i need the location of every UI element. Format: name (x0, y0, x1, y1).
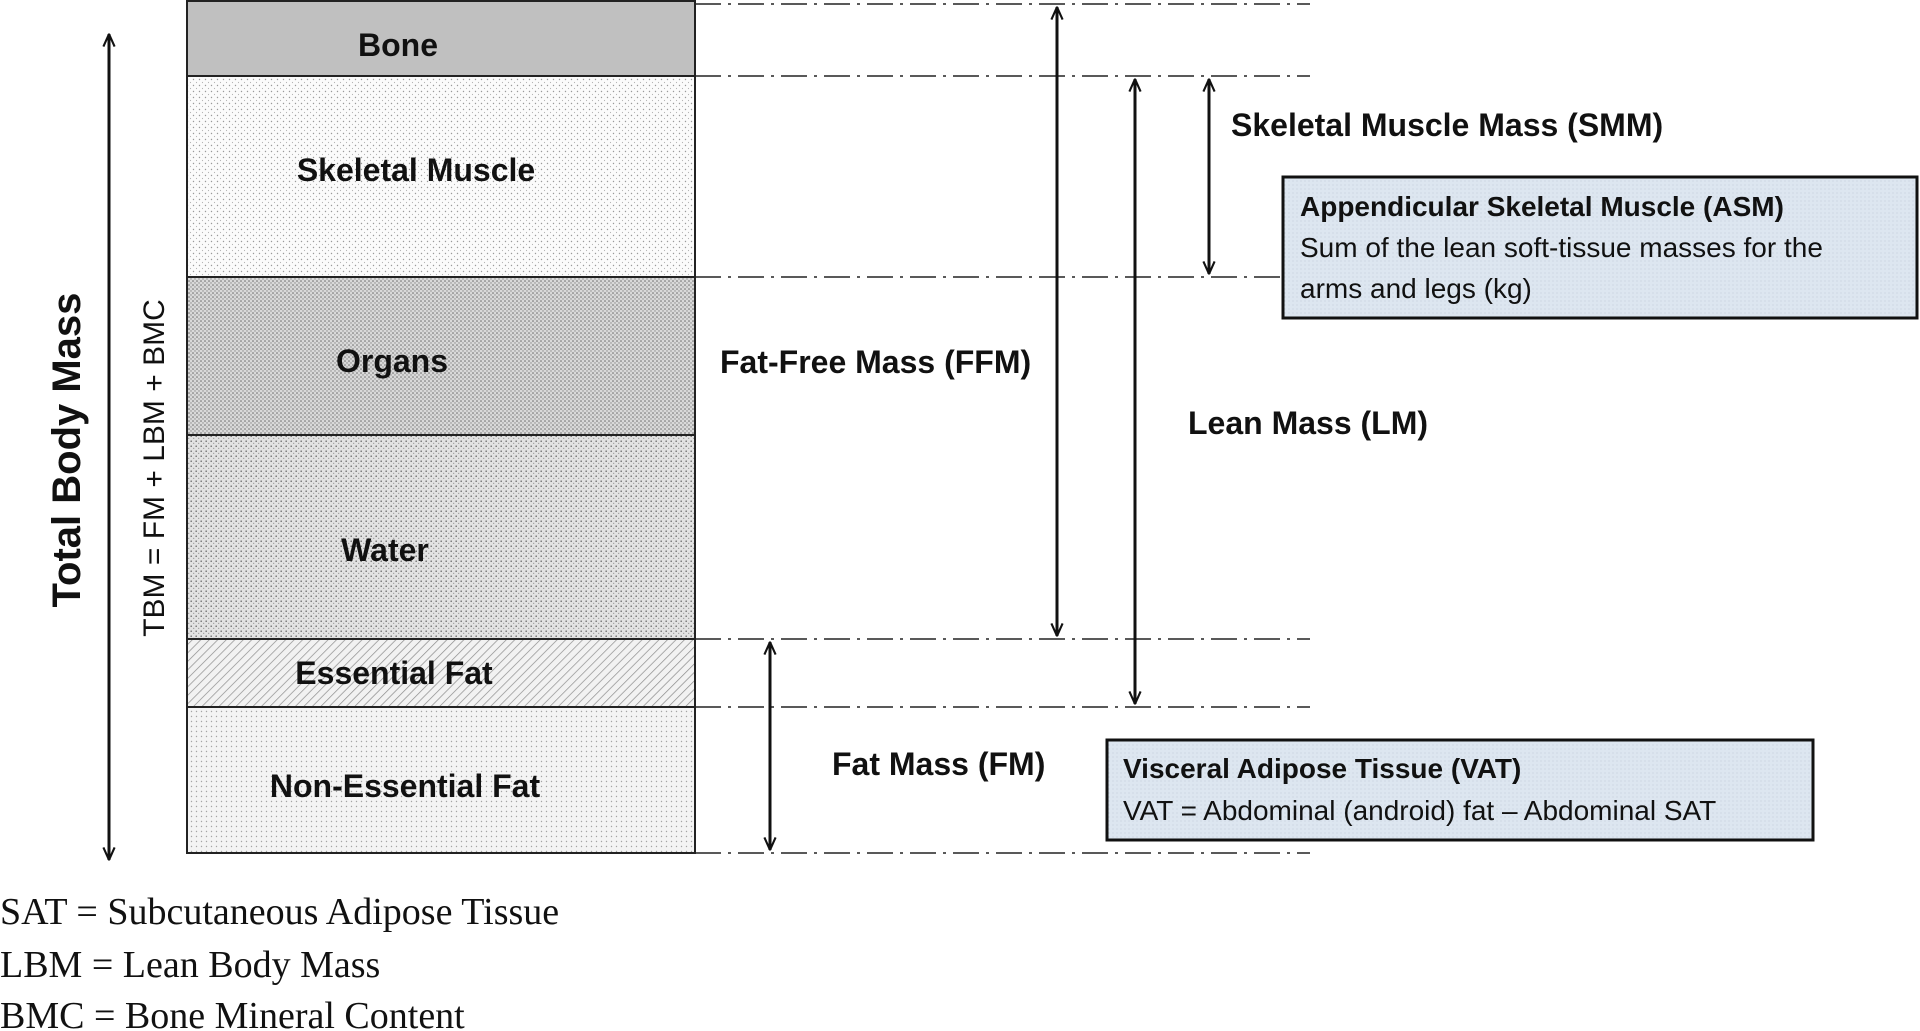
legend-line-bmc: BMC = Bone Mineral Content (0, 995, 465, 1031)
segment-label-water: Water (341, 532, 429, 568)
smm-label: Skeletal Muscle Mass (SMM) (1231, 107, 1663, 143)
vat-box-line1: VAT = Abdominal (android) fat – Abdomina… (1123, 795, 1716, 826)
fm-label: Fat Mass (FM) (832, 746, 1045, 782)
segment-label-bone: Bone (358, 27, 438, 63)
legend-line-sat: SAT = Subcutaneous Adipose Tissue (0, 891, 559, 933)
segment-label-essential-fat: Essential Fat (295, 655, 493, 691)
asm-box-line1: Sum of the lean soft-tissue masses for t… (1300, 232, 1823, 263)
lm-label: Lean Mass (LM) (1188, 405, 1428, 441)
total-body-mass-label: Total Body Mass (45, 293, 89, 608)
guide-lines (695, 3, 1310, 854)
asm-box (1281, 175, 1919, 320)
vat-box-title: Visceral Adipose Tissue (VAT) (1123, 753, 1521, 784)
asm-box-line2: arms and legs (kg) (1300, 273, 1532, 304)
segment-label-non-essential-fat: Non-Essential Fat (270, 768, 541, 804)
skeletal-muscle-segment (186, 75, 696, 278)
bone-segment (186, 0, 696, 77)
ffm-label: Fat-Free Mass (FFM) (720, 344, 1031, 380)
essential-fat-segment (186, 638, 696, 708)
asm-box-title: Appendicular Skeletal Muscle (ASM) (1300, 191, 1784, 222)
organs-segment (186, 276, 696, 436)
legend-line-lbm: LBM = Lean Body Mass (0, 944, 380, 986)
segment-label-organs: Organs (336, 343, 448, 379)
water-segment (186, 434, 696, 640)
tbm-formula: TBM = FM + LBM + BMC (138, 299, 171, 637)
vat-box (1105, 738, 1815, 842)
non-essential-fat-segment (186, 706, 696, 854)
segment-label-skeletal-muscle: Skeletal Muscle (297, 152, 535, 188)
